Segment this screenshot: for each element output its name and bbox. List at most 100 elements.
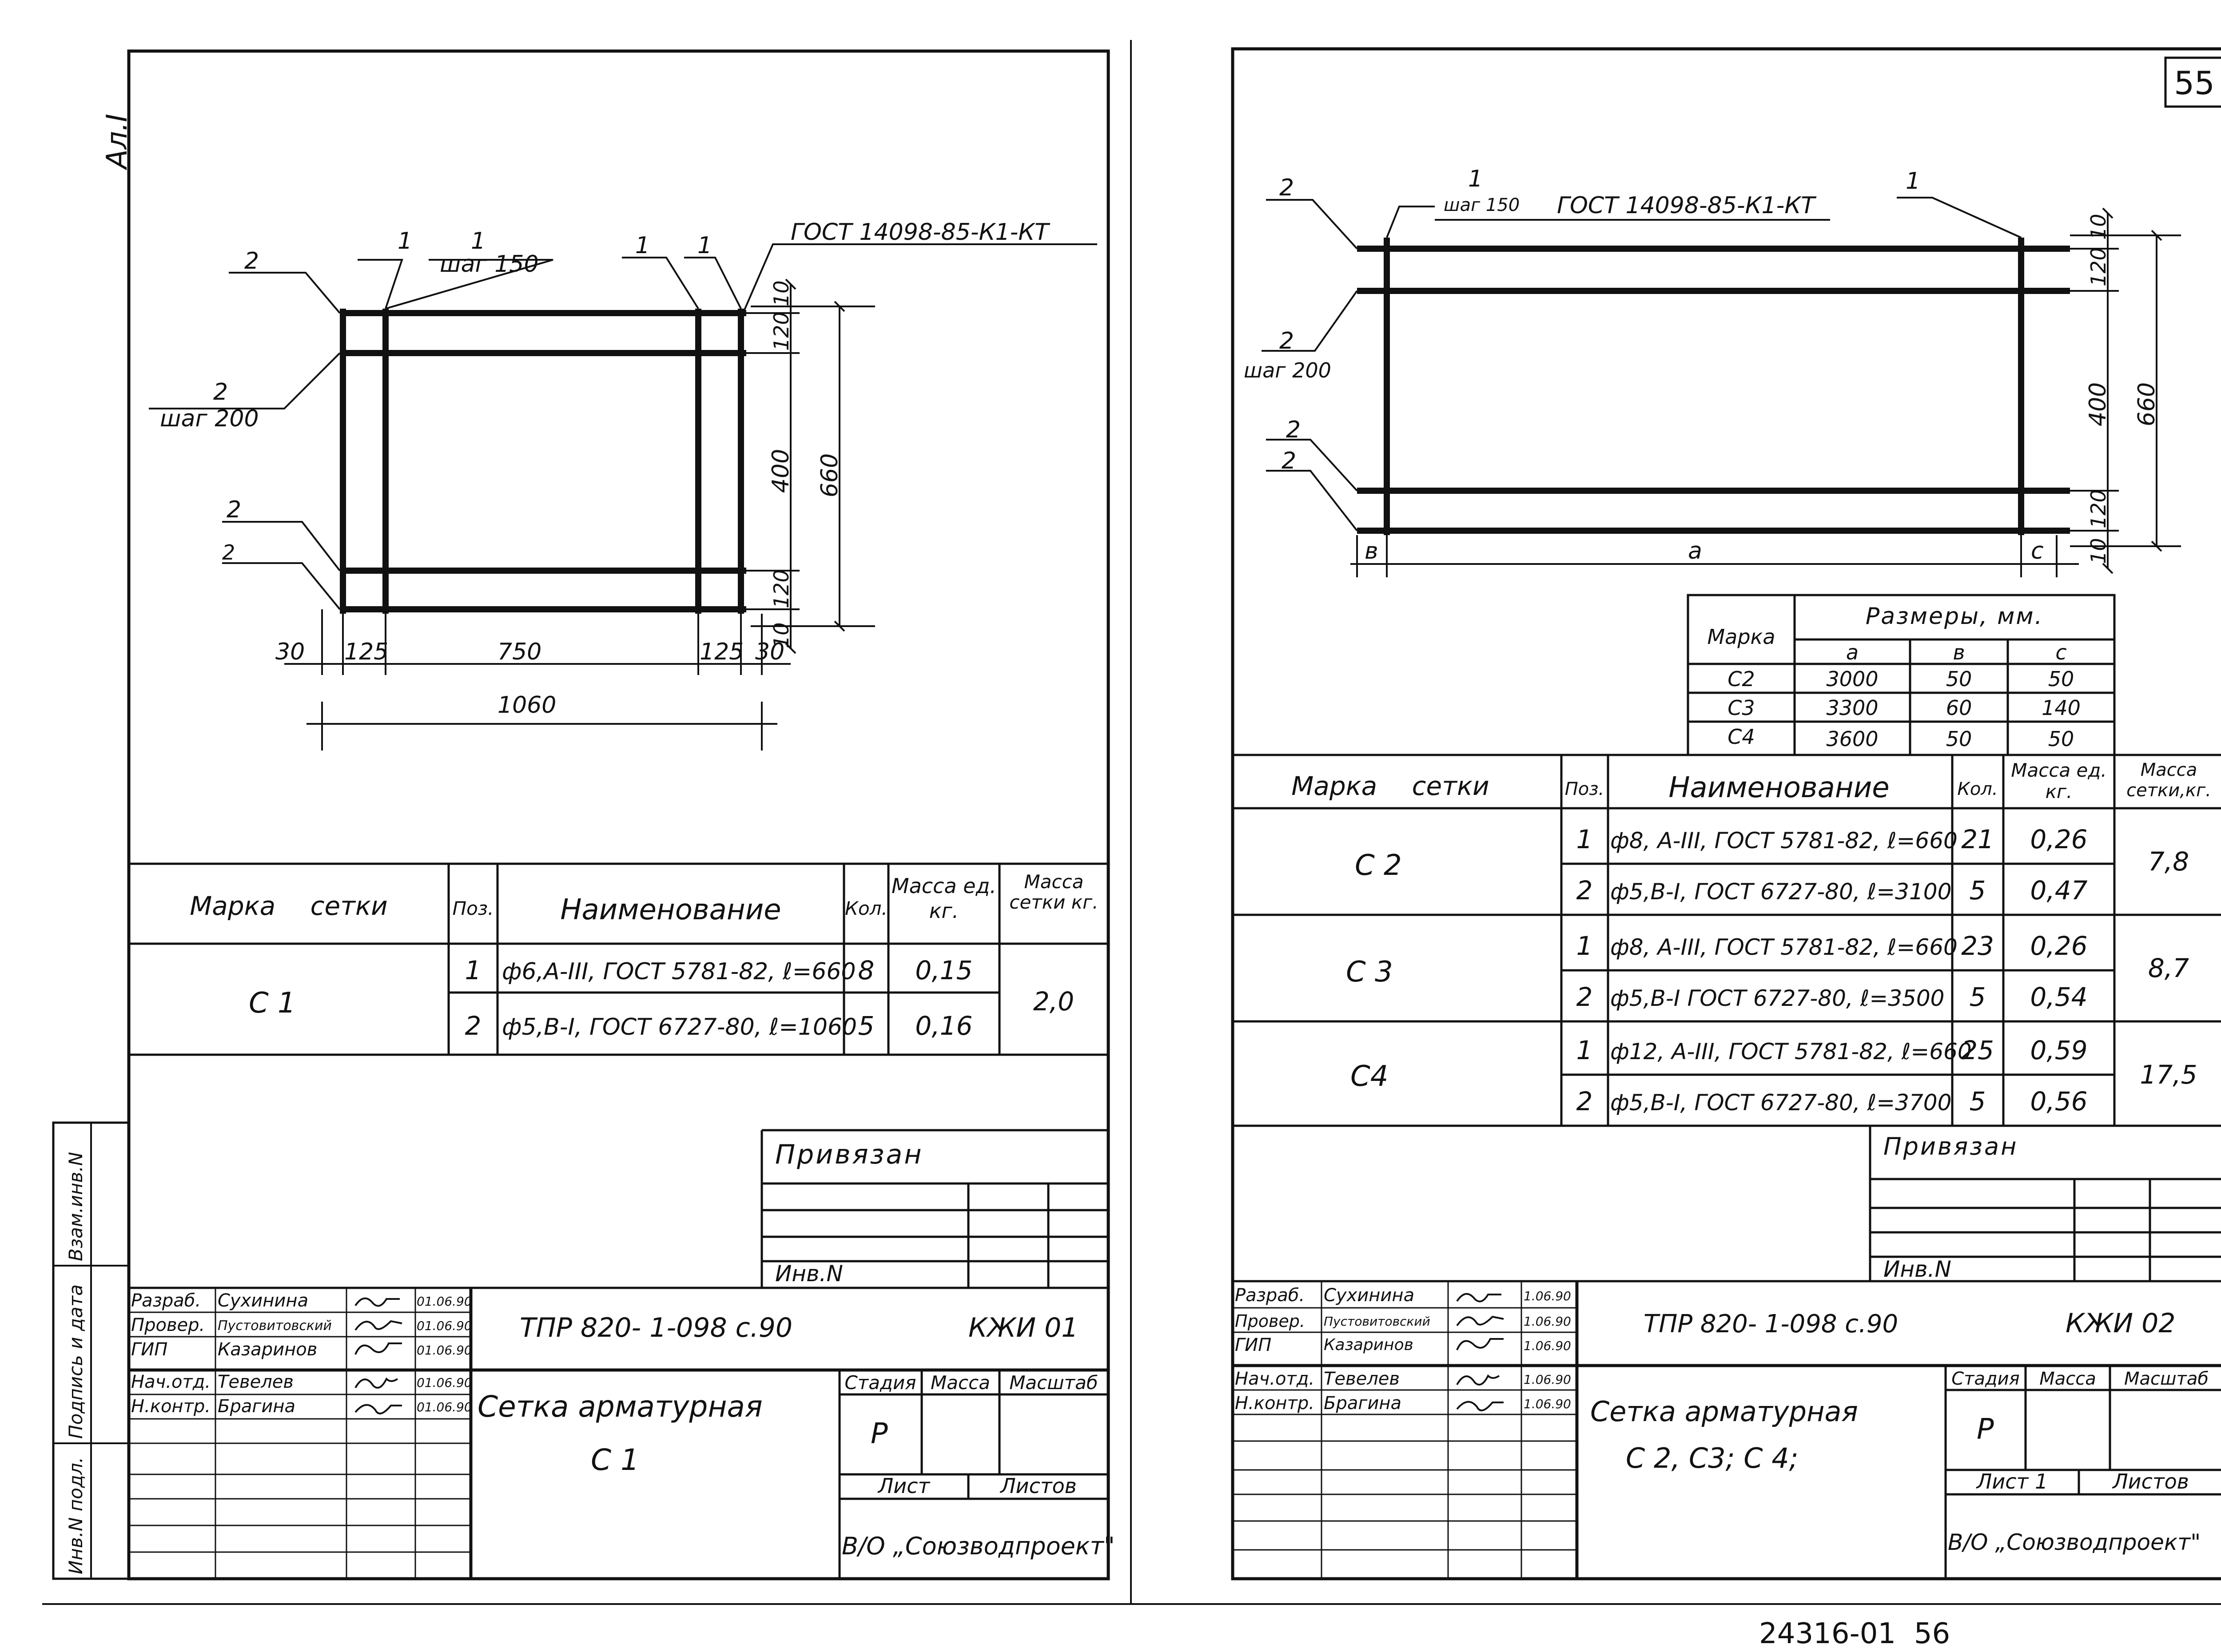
s2-spec-c4-name-1: ф12, А-III, ГОСТ 5781-82, ℓ=660: [1610, 1039, 1972, 1064]
bottom-number: 24316-01 56: [1759, 1617, 1950, 1650]
s1-dim-10-bottom: 10: [769, 622, 793, 648]
s2-dim-a: а: [1688, 538, 1702, 564]
s1-spec-name-1: ф6,А-III, ГОСТ 5781-82, ℓ=660: [502, 958, 856, 985]
dims-row-1-b: 50: [1946, 667, 1972, 691]
s2-spec-c3-name-2: ф5,В-I ГОСТ 6727-80, ℓ=3500: [1610, 985, 1945, 1011]
s2-spec-head-net-mass: Масса сетки,кг.: [2126, 760, 2211, 801]
dims-sheet-2: [1350, 207, 2181, 577]
page-number-box: [2164, 56, 2221, 108]
s2-spec-c3-name-1: ф8, А-III, ГОСТ 5781-82, ℓ=660: [1610, 934, 1958, 960]
s2-signature-5: [1456, 1401, 1504, 1411]
s2-name-3: Казаринов: [1324, 1336, 1413, 1354]
dims-row-1-a: 3000: [1826, 667, 1878, 691]
s2-spec-head-unit-mass: Масса ед. кг.: [2011, 759, 2107, 802]
s1-spec-qty-1: 8: [858, 955, 875, 985]
s2-title-2: С 2, С3; С 4;: [1626, 1442, 1799, 1474]
s1-dim-125-right: 125: [700, 639, 744, 665]
s1-signature-1: [354, 1297, 400, 1307]
s2-dim-10-bottom: 10: [2086, 538, 2110, 564]
s1-sheet-head: Лист: [877, 1474, 931, 1498]
s2-spec-c2-mark: С 2: [1355, 849, 1402, 882]
s2-org: В/О „Союзводпроект": [1948, 1529, 2201, 1555]
s2-pos-1-a: 1: [1468, 166, 1483, 192]
dims-row-2-c: 140: [2042, 696, 2081, 720]
s1-spec-mass-1: 0,15: [915, 955, 972, 985]
s1-pos-2-top: 2: [244, 248, 259, 274]
s1-stage-head: Стадия: [844, 1372, 916, 1394]
s2-code: КЖИ 02: [2066, 1308, 2176, 1339]
s2-spec-head-unit-mass-box: Масса ед. кг.: [2011, 759, 2107, 802]
s1-name-4: Тевелев: [218, 1372, 294, 1392]
s1-spec-name-2: ф5,В-I, ГОСТ 6727-80, ℓ=1060: [502, 1014, 857, 1040]
s2-spec-c3-qty-2: 5: [1970, 982, 1986, 1012]
dims-row-2-mark: С3: [1727, 696, 1755, 720]
s1-project: ТПР 820- 1-098 с.90: [520, 1312, 792, 1343]
s1-spec-head-net-mass: Масса сетки кг.: [1009, 871, 1099, 913]
s1-spec-head-name: Наименование: [560, 894, 781, 926]
s2-date-5: 1.06.90: [1524, 1397, 1571, 1411]
s1-dim-400: 400: [768, 449, 794, 493]
dims-row-2-b: 60: [1946, 696, 1972, 720]
s1-scale-head: Масштаб: [1009, 1372, 1098, 1394]
s2-dim-10-top: 10: [2086, 214, 2110, 240]
s2-pos-2-d: 2: [1282, 448, 1296, 474]
s2-spec-head-qty: Кол.: [1957, 779, 1998, 799]
s2-spec-c2-name-2: ф5,В-I, ГОСТ 6727-80, ℓ=3100: [1610, 879, 1951, 905]
s1-spec-head-net-mass-box: Масса сетки кг.: [1009, 871, 1099, 913]
s1-spec-net-mass: 2,0: [1033, 986, 1074, 1017]
s2-spec-c2-mass-2: 0,47: [2030, 875, 2087, 905]
s2-sheet-head: Лист 1: [1976, 1469, 2048, 1493]
s1-signature-5: [354, 1404, 402, 1414]
s2-spec-c2-qty-1: 21: [1961, 824, 1994, 854]
s1-name-1: Сухинина: [218, 1291, 308, 1311]
s2-spec-c3-mass-1: 0,26: [2030, 931, 2087, 961]
mesh-c2-c4: [1357, 238, 2070, 535]
s2-spec-head-mark: Марка сетки: [1291, 771, 1489, 801]
s2-pos-2-c: 2: [1286, 417, 1301, 443]
s1-dim-120-bottom: 120: [769, 569, 793, 608]
dims-sheet-1: [284, 278, 875, 751]
s1-signature-4: [354, 1377, 398, 1389]
s1-pos-2-step: 2: [213, 379, 228, 405]
s2-spec-c4-mass-1: 0,59: [2030, 1035, 2087, 1065]
s2-stage: Р: [1977, 1413, 1994, 1446]
s1-inv: Инв.N: [775, 1261, 843, 1287]
s2-dim-400: 400: [2085, 382, 2111, 426]
sheet-1: [52, 49, 1110, 1581]
sheet-1-frame: [127, 49, 1110, 1581]
dims-row-3-a: 3600: [1826, 727, 1878, 751]
side-strip-label-1: Взам.инв.N: [65, 1152, 87, 1261]
s2-name-2: Пустовитовский: [1324, 1314, 1430, 1329]
s2-scale-head: Масштаб: [2124, 1369, 2209, 1389]
stamp-sheet-1: [129, 1287, 1108, 1579]
s2-spec-head-net-mass-box: Масса сетки,кг.: [2126, 760, 2211, 801]
dims-row-1-c: 50: [2048, 667, 2074, 691]
privyazan-sheet-2: [1869, 1126, 2221, 1281]
dims-row-3-b: 50: [1946, 727, 1972, 751]
s2-spec-c4-pos-1: 1: [1576, 1035, 1593, 1065]
s2-signature-1: [1456, 1293, 1501, 1303]
s2-spec-c3-net: 8,7: [2148, 953, 2189, 983]
s1-spec-qty-2: 5: [858, 1011, 875, 1041]
s1-spec-mass-2: 0,16: [915, 1011, 972, 1041]
dims-head-mark: Марка: [1707, 625, 1775, 649]
s2-spec-c2-net: 7,8: [2148, 846, 2189, 877]
s1-dim-750: 750: [498, 639, 541, 665]
s2-dim-b: в: [1365, 538, 1378, 564]
s2-role-4: Нач.отд.: [1235, 1369, 1314, 1389]
spec-table-sheet-2: [1233, 754, 2221, 1127]
s1-role-5: Н.контр.: [131, 1396, 211, 1417]
s1-pos-1-c: 1: [635, 232, 650, 259]
s1-dim-30-left: 30: [275, 639, 305, 665]
s1-dim-120-top: 120: [769, 312, 793, 351]
s2-spec-c3-mass-2: 0,54: [2030, 982, 2087, 1012]
s2-spec-head-pos: Поз.: [1565, 779, 1604, 799]
s2-spec-c3-pos-1: 1: [1576, 931, 1593, 961]
s1-org: В/О „Союзводпроект": [842, 1532, 1115, 1560]
s2-spec-c3-qty-1: 23: [1961, 931, 1994, 961]
privyazan-sheet-1: [760, 1129, 1108, 1288]
s1-dim-10-top: 10: [769, 280, 793, 306]
s1-step-200: шаг 200: [160, 405, 259, 432]
s1-pos-2-d: 2: [222, 540, 235, 564]
